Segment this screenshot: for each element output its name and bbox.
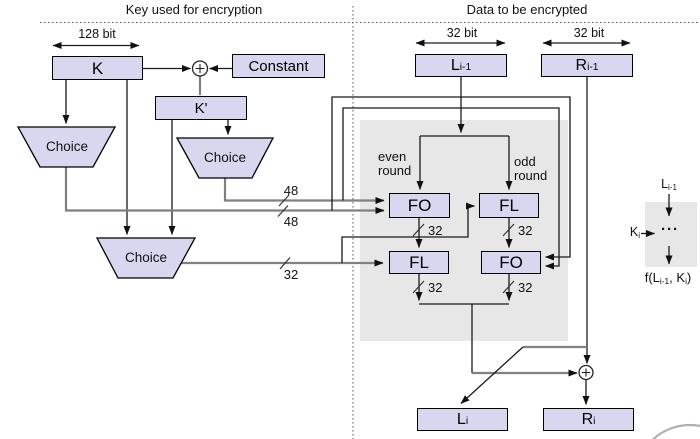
fo2-box: FO bbox=[481, 251, 541, 274]
label-bus32: 32 bbox=[283, 267, 299, 282]
mini-dots-label: ··· bbox=[661, 221, 679, 238]
fl2-label: FL bbox=[409, 253, 429, 272]
lout-subscript: i bbox=[465, 416, 469, 428]
mini-f-s2: i bbox=[685, 276, 687, 287]
label-32bit-left: 32 bit bbox=[446, 26, 478, 40]
choice1-trapezoid bbox=[16, 126, 117, 168]
mini-input-base: L bbox=[661, 177, 669, 191]
kprime-box: K' bbox=[155, 96, 247, 120]
wire-wrap-48-upper-to-fo2 bbox=[342, 107, 560, 270]
mini-key-base: K bbox=[629, 225, 639, 239]
mini-key-label: Ki bbox=[618, 225, 640, 241]
choice2-label: Choice bbox=[203, 150, 247, 165]
mini-f-s1: i-1 bbox=[659, 276, 670, 287]
constant-box: Constant bbox=[232, 54, 325, 78]
label-bus-round2-left: 32 bbox=[428, 280, 443, 295]
fl1-label: FL bbox=[499, 196, 519, 215]
label-bus-round1-left: 32 bbox=[428, 223, 443, 238]
data-section-title: Data to be encrypted bbox=[466, 2, 588, 17]
slash-round1-left bbox=[412, 223, 425, 237]
slash-32-key bbox=[279, 257, 291, 270]
choice2-trapezoid bbox=[175, 137, 275, 179]
slash-round1-right bbox=[502, 223, 515, 237]
mini-input-label: Li-1 bbox=[646, 177, 692, 193]
mini-key-subscript: i bbox=[638, 231, 640, 241]
label-32bit-right: 32 bit bbox=[573, 26, 605, 40]
key-section-title: Key used for encryption bbox=[125, 2, 263, 17]
xor-icon bbox=[578, 364, 594, 381]
label-bus48-lower: 48 bbox=[283, 214, 299, 229]
rprev-subscript: i-1 bbox=[587, 62, 599, 74]
constant-label: Constant bbox=[248, 57, 309, 75]
label-bus48-upper: 48 bbox=[283, 183, 299, 198]
slash-round2-left bbox=[412, 280, 425, 294]
mini-f-p1: f(L bbox=[644, 270, 660, 285]
wire-wrap-48-lower-to-fo2 bbox=[331, 96, 571, 261]
fo2-label: FO bbox=[499, 253, 523, 272]
lprev-label: L bbox=[450, 56, 460, 74]
label-bus-round2-right: 32 bbox=[518, 280, 533, 295]
rout-subscript: i bbox=[593, 416, 596, 428]
choice3-trapezoid bbox=[95, 237, 197, 279]
choice3-label: Choice bbox=[124, 250, 168, 265]
rprev-label: R bbox=[575, 56, 588, 74]
fl2-box: FL bbox=[389, 251, 449, 274]
mini-input-subscript: i-1 bbox=[668, 183, 677, 193]
odd-round-label: odd round bbox=[514, 154, 548, 184]
kprime-label: K' bbox=[194, 99, 208, 117]
fl1-box: FL bbox=[479, 193, 539, 218]
wire-diagonal-to-lout bbox=[460, 346, 524, 404]
corner-swirl-decoration bbox=[651, 423, 700, 439]
mini-f-p3: ) bbox=[686, 270, 692, 285]
lprev-subscript: i-1 bbox=[459, 62, 472, 74]
rout-label: R bbox=[581, 410, 594, 428]
k-label: K bbox=[91, 58, 104, 78]
bus-48-upper bbox=[223, 178, 385, 204]
label-bus-round1-right: 32 bbox=[518, 223, 533, 238]
bus-48-lower bbox=[64, 167, 385, 214]
mini-f-label: f(Li-1, Ki) bbox=[631, 270, 700, 287]
choice1-label: Choice bbox=[45, 139, 89, 154]
wire-wrap-32-to-fl1 bbox=[341, 202, 475, 263]
xor-icon bbox=[191, 60, 209, 77]
k-box: K bbox=[52, 56, 143, 80]
lout-label: L bbox=[456, 410, 466, 428]
even-round-label: even round bbox=[378, 149, 412, 179]
slash-48-upper bbox=[278, 194, 290, 207]
slash-round2-right bbox=[502, 280, 515, 294]
slash-48-lower bbox=[277, 205, 289, 217]
fo1-label: FO bbox=[407, 196, 432, 215]
label-128bit: 128 bit bbox=[78, 27, 116, 41]
fo1-box: FO bbox=[389, 193, 450, 218]
mini-f-p2: , K bbox=[669, 270, 686, 285]
